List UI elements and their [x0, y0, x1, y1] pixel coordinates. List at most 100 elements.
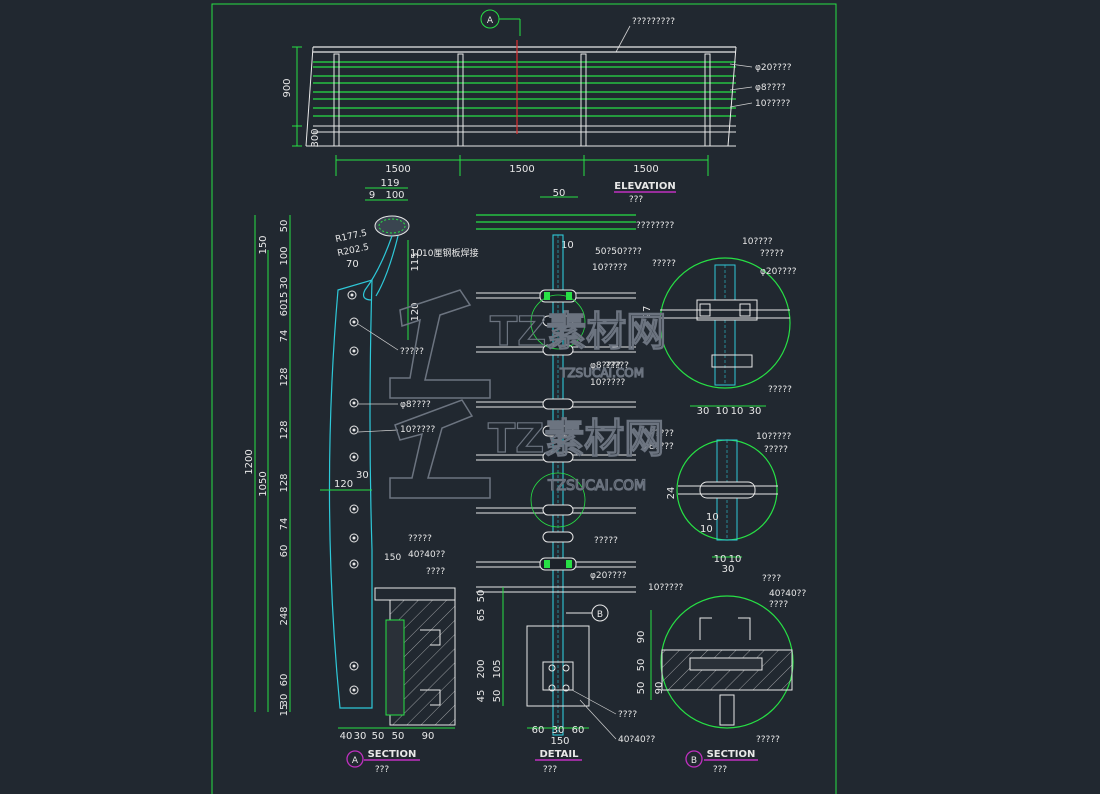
callout-top-rail: ????????? [632, 17, 675, 27]
section-b-title: SECTION [707, 749, 756, 760]
sb-callout-4: ????? [756, 735, 780, 745]
c2-callout-4: φ8???? [643, 442, 674, 452]
watermark-brand-2: TZ素材网 [488, 416, 664, 462]
detail-left-3: 105 [492, 659, 503, 678]
dim-left-10: 74 [279, 518, 290, 531]
dim-300: 300 [310, 128, 321, 147]
callout-phi20: φ20???? [755, 63, 792, 73]
c2-callout-1: 10????? [756, 432, 792, 442]
dim-1200: 1200 [244, 449, 255, 474]
detail-subtitle: ??? [543, 765, 558, 775]
sb-callout-2: 40?40?? [769, 589, 806, 599]
c1-callout-3: φ20???? [760, 267, 797, 277]
radius-r202: R202.5 [337, 242, 370, 258]
detail-left-1: 65 [476, 609, 487, 622]
c1-callout-4: ????? [652, 259, 676, 269]
section-b-view: ???? 40?40?? ???? 90 50 50 90 ????? B SE… [636, 574, 806, 775]
dim-left-14: 30 [279, 694, 290, 707]
dim-left-3: 30 [279, 277, 290, 290]
detail-callout-plate: ???? [618, 710, 637, 720]
span-dim-1: 1500 [385, 164, 410, 175]
dim-left-7: 128 [279, 367, 290, 386]
detail-mark-b: B [597, 610, 603, 620]
sb-dim-2: 50 [636, 682, 647, 695]
dim-left-0: 150 [258, 235, 269, 254]
detail-dim-50: 50 [553, 188, 566, 199]
detail-callout-angle: 40?40?? [618, 735, 655, 745]
c1-bottom-2: 10 [731, 406, 744, 417]
detail-total-150: 150 [550, 736, 569, 747]
detail-callout-phi8: φ8???? [590, 361, 621, 371]
span-dim-2: 1500 [509, 164, 534, 175]
dim-left-9: 128 [279, 473, 290, 492]
c2-bottom-2: 30 [722, 564, 735, 575]
dim-100: 100 [385, 190, 404, 201]
dim-115: 115 [410, 252, 421, 271]
dim-10: 10 [410, 248, 423, 259]
dim-900: 900 [282, 78, 293, 97]
detail-left-0: 50 [476, 590, 487, 603]
section-b-subtitle: ??? [713, 765, 728, 775]
radius-r177: R177.5 [335, 228, 368, 244]
c2-callout-2: ????? [764, 445, 788, 455]
dim-bottom-4: 90 [422, 731, 435, 742]
handrail-ellipse [374, 215, 410, 237]
c1-bottom-0: 30 [697, 406, 710, 417]
dim-bottom-1: 30 [354, 731, 367, 742]
callout-phi8-a: φ8???? [400, 400, 431, 410]
callout-plate-a: ???? [426, 567, 445, 577]
sb-dim-3: 90 [654, 682, 665, 695]
detail-left-2: 200 [476, 659, 487, 678]
sb-dim-0: 90 [636, 631, 647, 644]
dim-left-13: 60 [279, 674, 290, 687]
dim-left-8: 128 [279, 420, 290, 439]
detail-callout-bar2: 10????? [590, 378, 626, 388]
dim-left-12: 248 [279, 606, 290, 625]
watermark-url-1: TZSUCAI.COM [559, 366, 644, 380]
dim-120v: 120 [410, 302, 421, 321]
callout-post: ????? [400, 347, 424, 357]
dim-left-1: 50 [279, 220, 290, 233]
watermark-brand-1: TZ素材网 [490, 309, 666, 355]
circle-detail-1: 10???? ????? φ20???? ????? ????? 27 30 1… [642, 237, 797, 417]
detail-bottom-2: 60 [572, 725, 585, 736]
c2-bottom-1: 10 [729, 554, 742, 565]
detail-callout-bolt: ????? [594, 536, 618, 546]
elevation-title: ELEVATION [614, 181, 675, 192]
callout-bolt-a: ????? [408, 534, 432, 544]
circle-detail-2: 10????? ????? ????? φ8???? 24 10 10 10 1… [643, 429, 792, 575]
detail-callout-bar: 10????? [592, 263, 628, 273]
sheet-border [211, 3, 837, 794]
detail-dim-10: 10 [561, 240, 574, 251]
note-steel-plate: 10厘钢板焊接 [422, 247, 478, 259]
section-mark-a: A [487, 16, 494, 26]
c2-callout-3: ????? [650, 429, 674, 439]
dim-bottom-0: 40 [340, 731, 353, 742]
detail-bottom-1: 30 [552, 725, 565, 736]
section-a-title: SECTION [368, 749, 417, 760]
span-dim-3: 1500 [633, 164, 658, 175]
elevation-subtitle: ??? [629, 195, 644, 205]
sb-dim-1: 50 [636, 659, 647, 672]
c2-dim-10b: 10 [700, 524, 713, 535]
dim-left-5: 60 [279, 304, 290, 317]
dim-120-a: 120 [334, 479, 353, 490]
detail-callout-top: ???????? [636, 221, 674, 231]
sb-callout-1: ???? [762, 574, 781, 584]
watermark-2: TZ素材网 TZSUCAI.COM [389, 399, 665, 499]
detail-title: DETAIL [539, 749, 579, 760]
dim-1050: 1050 [258, 471, 269, 496]
watermark-1: TZ素材网 TZSUCAI.COM [389, 289, 667, 399]
detail-left-5: 50 [492, 690, 503, 703]
elevation-view: A ????????? φ20???? φ8???? 10????? [282, 9, 792, 205]
section-a-mark: A [352, 756, 359, 766]
c1-callout-2: ????? [760, 249, 784, 259]
callout-bar10: 10????? [755, 99, 791, 109]
c2-dim-10a: 10 [706, 512, 719, 523]
dim-119: 119 [380, 178, 399, 189]
c2-bottom-0: 10 [714, 554, 727, 565]
detail-bottom-0: 60 [532, 725, 545, 736]
detail-left-4: 45 [476, 690, 487, 703]
dim-left-6: 74 [279, 330, 290, 343]
